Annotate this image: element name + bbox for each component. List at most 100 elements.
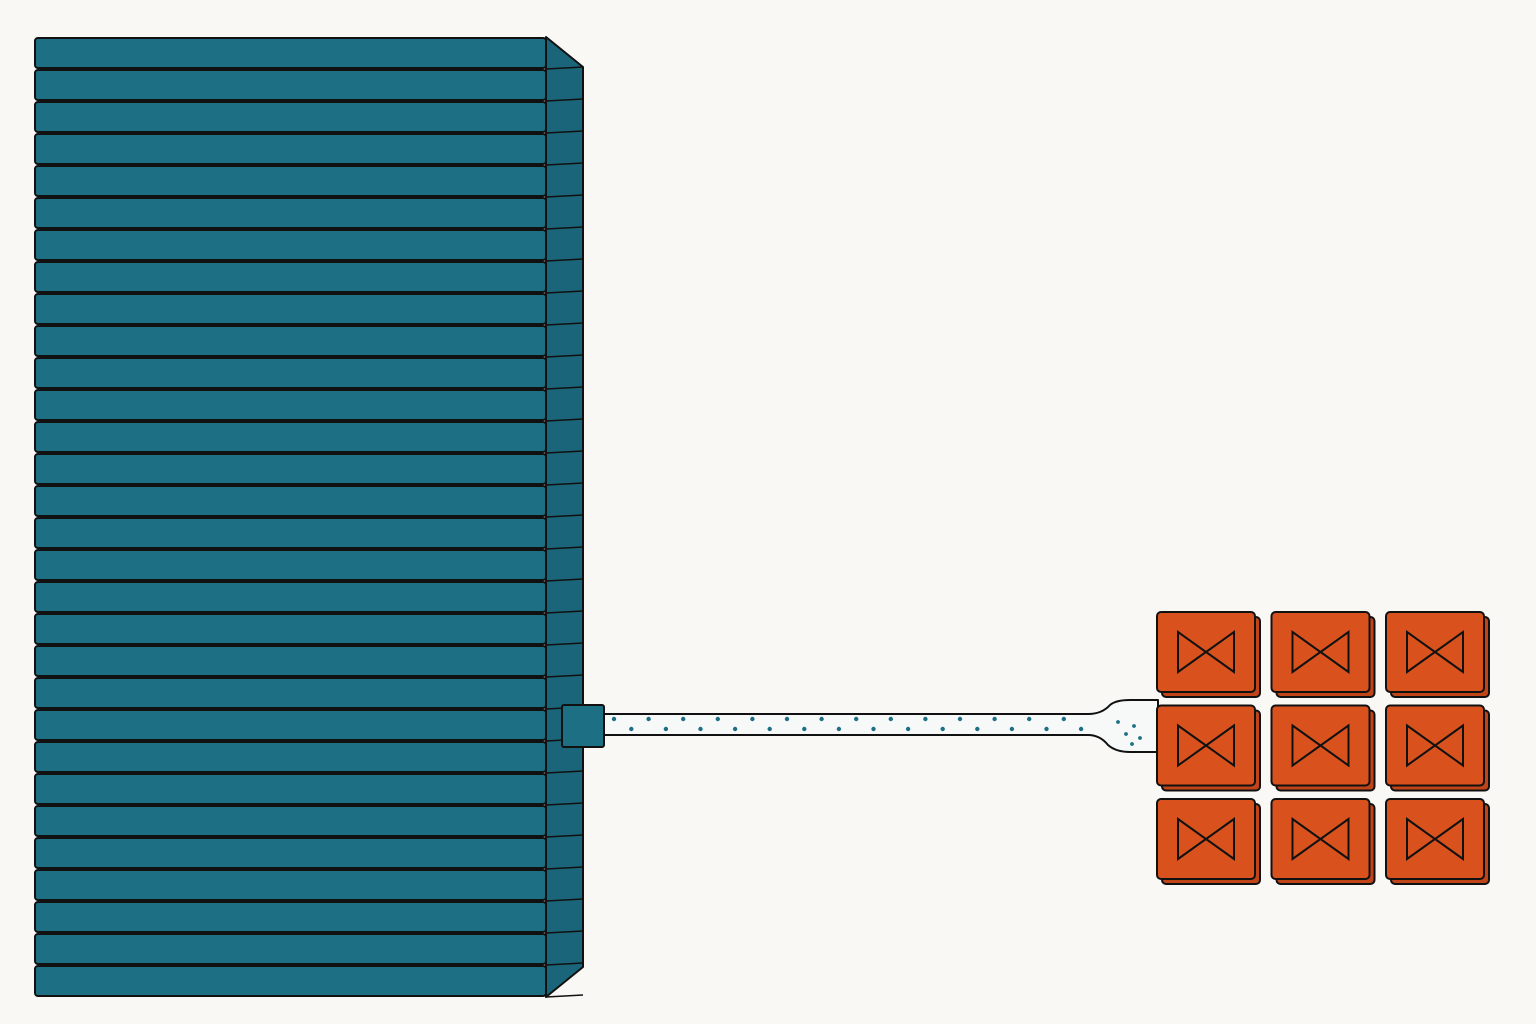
slab	[34, 229, 547, 261]
slab-side-edge	[545, 66, 584, 70]
flow-dot	[871, 726, 876, 732]
flow-dot	[767, 726, 772, 732]
bowtie-valve-icon	[1406, 817, 1464, 861]
slab	[34, 709, 547, 741]
slab-side-edge	[545, 418, 584, 422]
flow-dot	[888, 716, 893, 722]
slab	[34, 101, 547, 133]
slab	[34, 357, 547, 389]
slab	[34, 869, 547, 901]
slab	[34, 485, 547, 517]
slab	[34, 645, 547, 677]
flow-dot	[1130, 742, 1134, 746]
slab	[34, 293, 547, 325]
flow-dot	[629, 726, 634, 732]
slab-side-edge	[545, 226, 584, 230]
slab	[34, 773, 547, 805]
slab	[34, 261, 547, 293]
flow-dot	[611, 716, 617, 722]
flow-dot	[646, 716, 651, 722]
slab-side-edge	[545, 994, 584, 998]
slab-side-edge	[545, 642, 584, 646]
slab	[34, 453, 547, 485]
flow-dot	[1116, 720, 1120, 724]
slab	[34, 901, 547, 933]
bowtie-valve-icon	[1177, 630, 1235, 674]
slab	[34, 805, 547, 837]
slab-side-edge	[545, 834, 584, 838]
slab	[34, 741, 547, 773]
tile	[1385, 611, 1490, 698]
slab	[34, 613, 547, 645]
slab	[34, 421, 547, 453]
slab	[34, 37, 547, 69]
slab-side-edge	[545, 546, 584, 550]
slab-side-edge	[545, 98, 584, 102]
slab-side-edge	[545, 898, 584, 902]
slab	[34, 837, 547, 869]
slab-side-edge	[545, 194, 584, 198]
slab-side-edge	[545, 578, 584, 582]
slab-side-edge	[545, 258, 584, 262]
slab-side-edge	[545, 386, 584, 390]
slab	[34, 677, 547, 709]
slab-side-edge	[545, 962, 584, 966]
bowtie-valve-icon	[1291, 723, 1350, 768]
tile	[1270, 611, 1376, 698]
slab-side-edge	[545, 802, 584, 806]
flow-dot	[819, 716, 824, 722]
slab	[34, 325, 547, 357]
tile	[1270, 798, 1376, 885]
bowtie-valve-icon	[1291, 817, 1350, 861]
flow-dot	[1009, 726, 1015, 732]
slab	[34, 197, 547, 229]
slab-side-edge	[545, 610, 584, 614]
flow-dot	[784, 716, 790, 722]
slab-side-edge	[545, 162, 584, 166]
flow-dot	[663, 726, 669, 732]
flow-dot	[698, 726, 703, 732]
slab-side-edge	[545, 930, 584, 934]
slab-side-edge	[545, 450, 584, 454]
bowtie-valve-icon	[1177, 723, 1235, 768]
slab	[34, 133, 547, 165]
tile	[1156, 704, 1261, 792]
flow-dot	[1044, 726, 1049, 732]
flow-dot	[923, 716, 928, 722]
flow-dot	[681, 716, 686, 722]
flow-dot	[1078, 726, 1084, 732]
flow-dot	[732, 726, 738, 732]
slab-side-edge	[545, 770, 584, 774]
flow-dot	[802, 726, 807, 732]
slab-side-edge	[545, 674, 584, 678]
flow-dot	[1061, 716, 1067, 722]
flow-dot	[715, 716, 720, 722]
flow-dot	[905, 726, 911, 732]
flow-dot	[836, 726, 842, 732]
bowtie-valve-icon	[1406, 630, 1464, 674]
slab-side-edge	[545, 514, 584, 518]
tile-grid	[1156, 611, 1490, 885]
slab-side-edge	[545, 354, 584, 358]
slab-side-edge	[545, 322, 584, 326]
slab	[34, 965, 547, 997]
flow-dot	[1124, 732, 1128, 736]
flow-dot	[992, 716, 997, 722]
bowtie-valve-icon	[1177, 817, 1235, 861]
slab	[34, 389, 547, 421]
tile	[1385, 704, 1490, 792]
bowtie-valve-icon	[1406, 723, 1464, 768]
slab	[34, 581, 547, 613]
flow-dot	[940, 726, 945, 732]
flow-dot	[750, 716, 755, 722]
slab-side-edge	[545, 130, 584, 134]
slab	[34, 549, 547, 581]
connector-port	[561, 704, 605, 748]
flow-dot	[1027, 716, 1032, 722]
slab-side-edge	[545, 866, 584, 870]
flow-dot	[975, 726, 980, 732]
slab-side-edge	[545, 290, 584, 294]
flow-dot	[1138, 736, 1142, 740]
slab	[34, 165, 547, 197]
